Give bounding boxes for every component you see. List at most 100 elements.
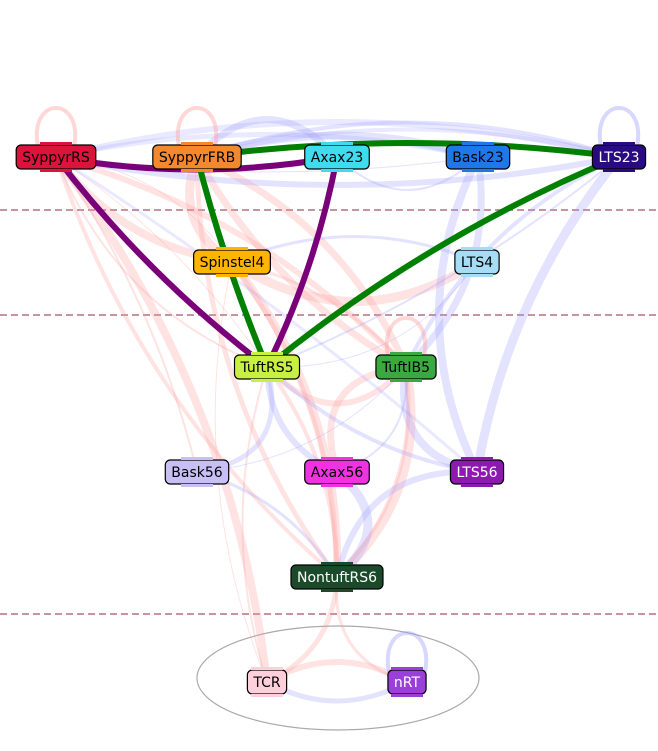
node-label: Axax56 [311, 465, 364, 481]
node-SyppyrRS[interactable]: SyppyrRS [15, 142, 97, 172]
excitatory-edge-TuftRS5-SyppyrRS [55, 156, 268, 368]
node-tab-top [181, 457, 213, 460]
inhibitory-edge-LTS23-SyppyrFRB [195, 120, 621, 159]
node-tab-top [321, 457, 353, 460]
layer-dividers [0, 209, 658, 615]
node-Spinstel4[interactable]: Spinstel4 [193, 247, 271, 277]
node-label: LTS23 [598, 150, 639, 166]
arc-edge-SyppyrRS-LTS23 [53, 119, 622, 160]
node-label: LTS4 [461, 255, 493, 271]
node-tab-bottom [461, 274, 493, 277]
node-label: Spinstel4 [200, 255, 265, 271]
self-loop-TuftIB5 [384, 316, 428, 358]
node-Bask23[interactable]: Bask23 [445, 142, 511, 172]
inhibitory-edge-LTS23-TuftIB5 [404, 155, 621, 369]
node-tab-top [390, 352, 422, 355]
node-tab-bottom [461, 484, 493, 487]
node-LTS23[interactable]: LTS23 [591, 142, 647, 172]
highlight-edge-LTS23-TuftRS5 [264, 154, 622, 370]
excitatory-edge-SyppyrRS-TuftRS5 [55, 156, 268, 368]
node-tab-bottom [251, 694, 283, 697]
inhibitory-edge-Axax23-SyppyrFRB [193, 116, 341, 161]
node-nRT[interactable]: nRT [387, 667, 427, 697]
node-SyppyrFRB[interactable]: SyppyrFRB [152, 142, 242, 172]
node-label: nRT [394, 675, 421, 691]
node-tab-bottom [321, 589, 353, 592]
excitatory-edge-SyppyrRS-NontuftRS6 [54, 155, 339, 579]
node-label: TuftRS5 [240, 360, 294, 376]
node-tab-top [462, 142, 494, 145]
arc-edge-SyppyrRS-Bask23 [53, 132, 481, 160]
self-loop-SyppyrFRB [175, 106, 219, 148]
node-TuftRS5[interactable]: TuftRS5 [233, 352, 301, 382]
excitatory-edge-TCR-SyppyrRS [52, 153, 271, 686]
inhibitory-edge-LTS23-LTS56 [472, 152, 624, 477]
node-tab-bottom [321, 484, 353, 487]
node-label: Bask56 [171, 465, 222, 481]
nodes: SyppyrRS SyppyrFRB Axax23 Bask23 LTS23Spinst… [15, 142, 647, 697]
highlight-edge-SyppyrRS-TuftRS5 [53, 154, 270, 370]
node-tab-top [321, 562, 353, 565]
inhibitory-edge-LTS23-TuftRS5 [266, 156, 620, 368]
highlight-edge-SyppyrFRB-LTS23 [194, 140, 622, 160]
node-Axax23[interactable]: Axax23 [304, 142, 370, 172]
excitatory-edge-TuftIB5-NontuftRS6 [332, 362, 416, 582]
excitatory-edge-TuftIB5-SyppyrFRB [193, 153, 410, 371]
node-label: SyppyrFRB [159, 150, 235, 166]
node-tab-top [251, 352, 283, 355]
node-label: TCR [252, 675, 281, 691]
node-tab-top [391, 667, 423, 670]
node-Axax56[interactable]: Axax56 [304, 457, 370, 487]
node-label: SyppyrRS [22, 150, 90, 166]
node-Bask56[interactable]: Bask56 [164, 457, 230, 487]
node-tab-top [251, 667, 283, 670]
node-TuftIB5[interactable]: TuftIB5 [375, 352, 437, 382]
inhibitory-edge-LTS23-SyppyrRS [53, 154, 622, 188]
node-tab-top [40, 142, 72, 145]
inhibitory-edge-LTS4-TuftRS5 [266, 261, 478, 368]
node-tab-bottom [391, 694, 423, 697]
node-tab-bottom [40, 169, 72, 172]
excitatory-edge-NontuftRS6-TuftIB5 [335, 365, 411, 579]
self-loop-LTS23 [597, 106, 641, 148]
node-tab-top [181, 142, 213, 145]
node-TCR[interactable]: TCR [246, 667, 288, 697]
node-tab-bottom [462, 169, 494, 172]
node-tab-top [603, 142, 635, 145]
node-tab-top [461, 247, 493, 250]
inhibitory-edge-LTS56-TuftRS5 [265, 365, 479, 474]
node-tab-bottom [251, 379, 283, 382]
inhibitory-edge-nRT-TCR [264, 679, 410, 704]
node-tab-bottom [181, 484, 213, 487]
excitatory-edge-TuftRS5-TCR [241, 366, 268, 683]
node-NontuftRS6[interactable]: NontuftRS6 [290, 562, 384, 592]
arc-edge-SyppyrFRB-LTS23 [195, 127, 621, 159]
node-tab-bottom [321, 169, 353, 172]
thalamus-ellipse [196, 625, 480, 731]
self-loop-SyppyrRS [34, 106, 78, 148]
node-label: Axax23 [311, 150, 364, 166]
node-tab-top [216, 247, 248, 250]
self-loop-nRT [385, 631, 429, 673]
node-tab-bottom [603, 169, 635, 172]
node-tab-bottom [390, 379, 422, 382]
node-LTS56[interactable]: LTS56 [449, 457, 505, 487]
arc-edge-SyppyrRS-LTS56 [54, 155, 479, 474]
node-label: LTS56 [456, 465, 497, 481]
highlight-edge-Axax23-TuftRS5 [264, 154, 340, 370]
excitatory-edge-Spinstel4-NontuftRS6 [228, 258, 342, 581]
background-edges [34, 106, 641, 704]
inhibitory-edge-Bask56-NontuftRS6 [195, 470, 339, 579]
excitatory-edge-SyppyrFRB-TuftIB5 [193, 153, 410, 371]
node-tab-top [461, 457, 493, 460]
node-LTS4[interactable]: LTS4 [454, 247, 500, 277]
node-label: TuftIB5 [381, 360, 430, 376]
node-tab-bottom [216, 274, 248, 277]
node-tab-top [321, 142, 353, 145]
inhibitory-edge-Bask23-LTS56 [435, 153, 482, 476]
node-label: Bask23 [452, 150, 503, 166]
node-tab-bottom [181, 169, 213, 172]
excitatory-edge-TuftRS5-TuftIB5 [264, 364, 409, 407]
excitatory-edge-SyppyrFRB-NontuftRS6 [194, 154, 340, 580]
